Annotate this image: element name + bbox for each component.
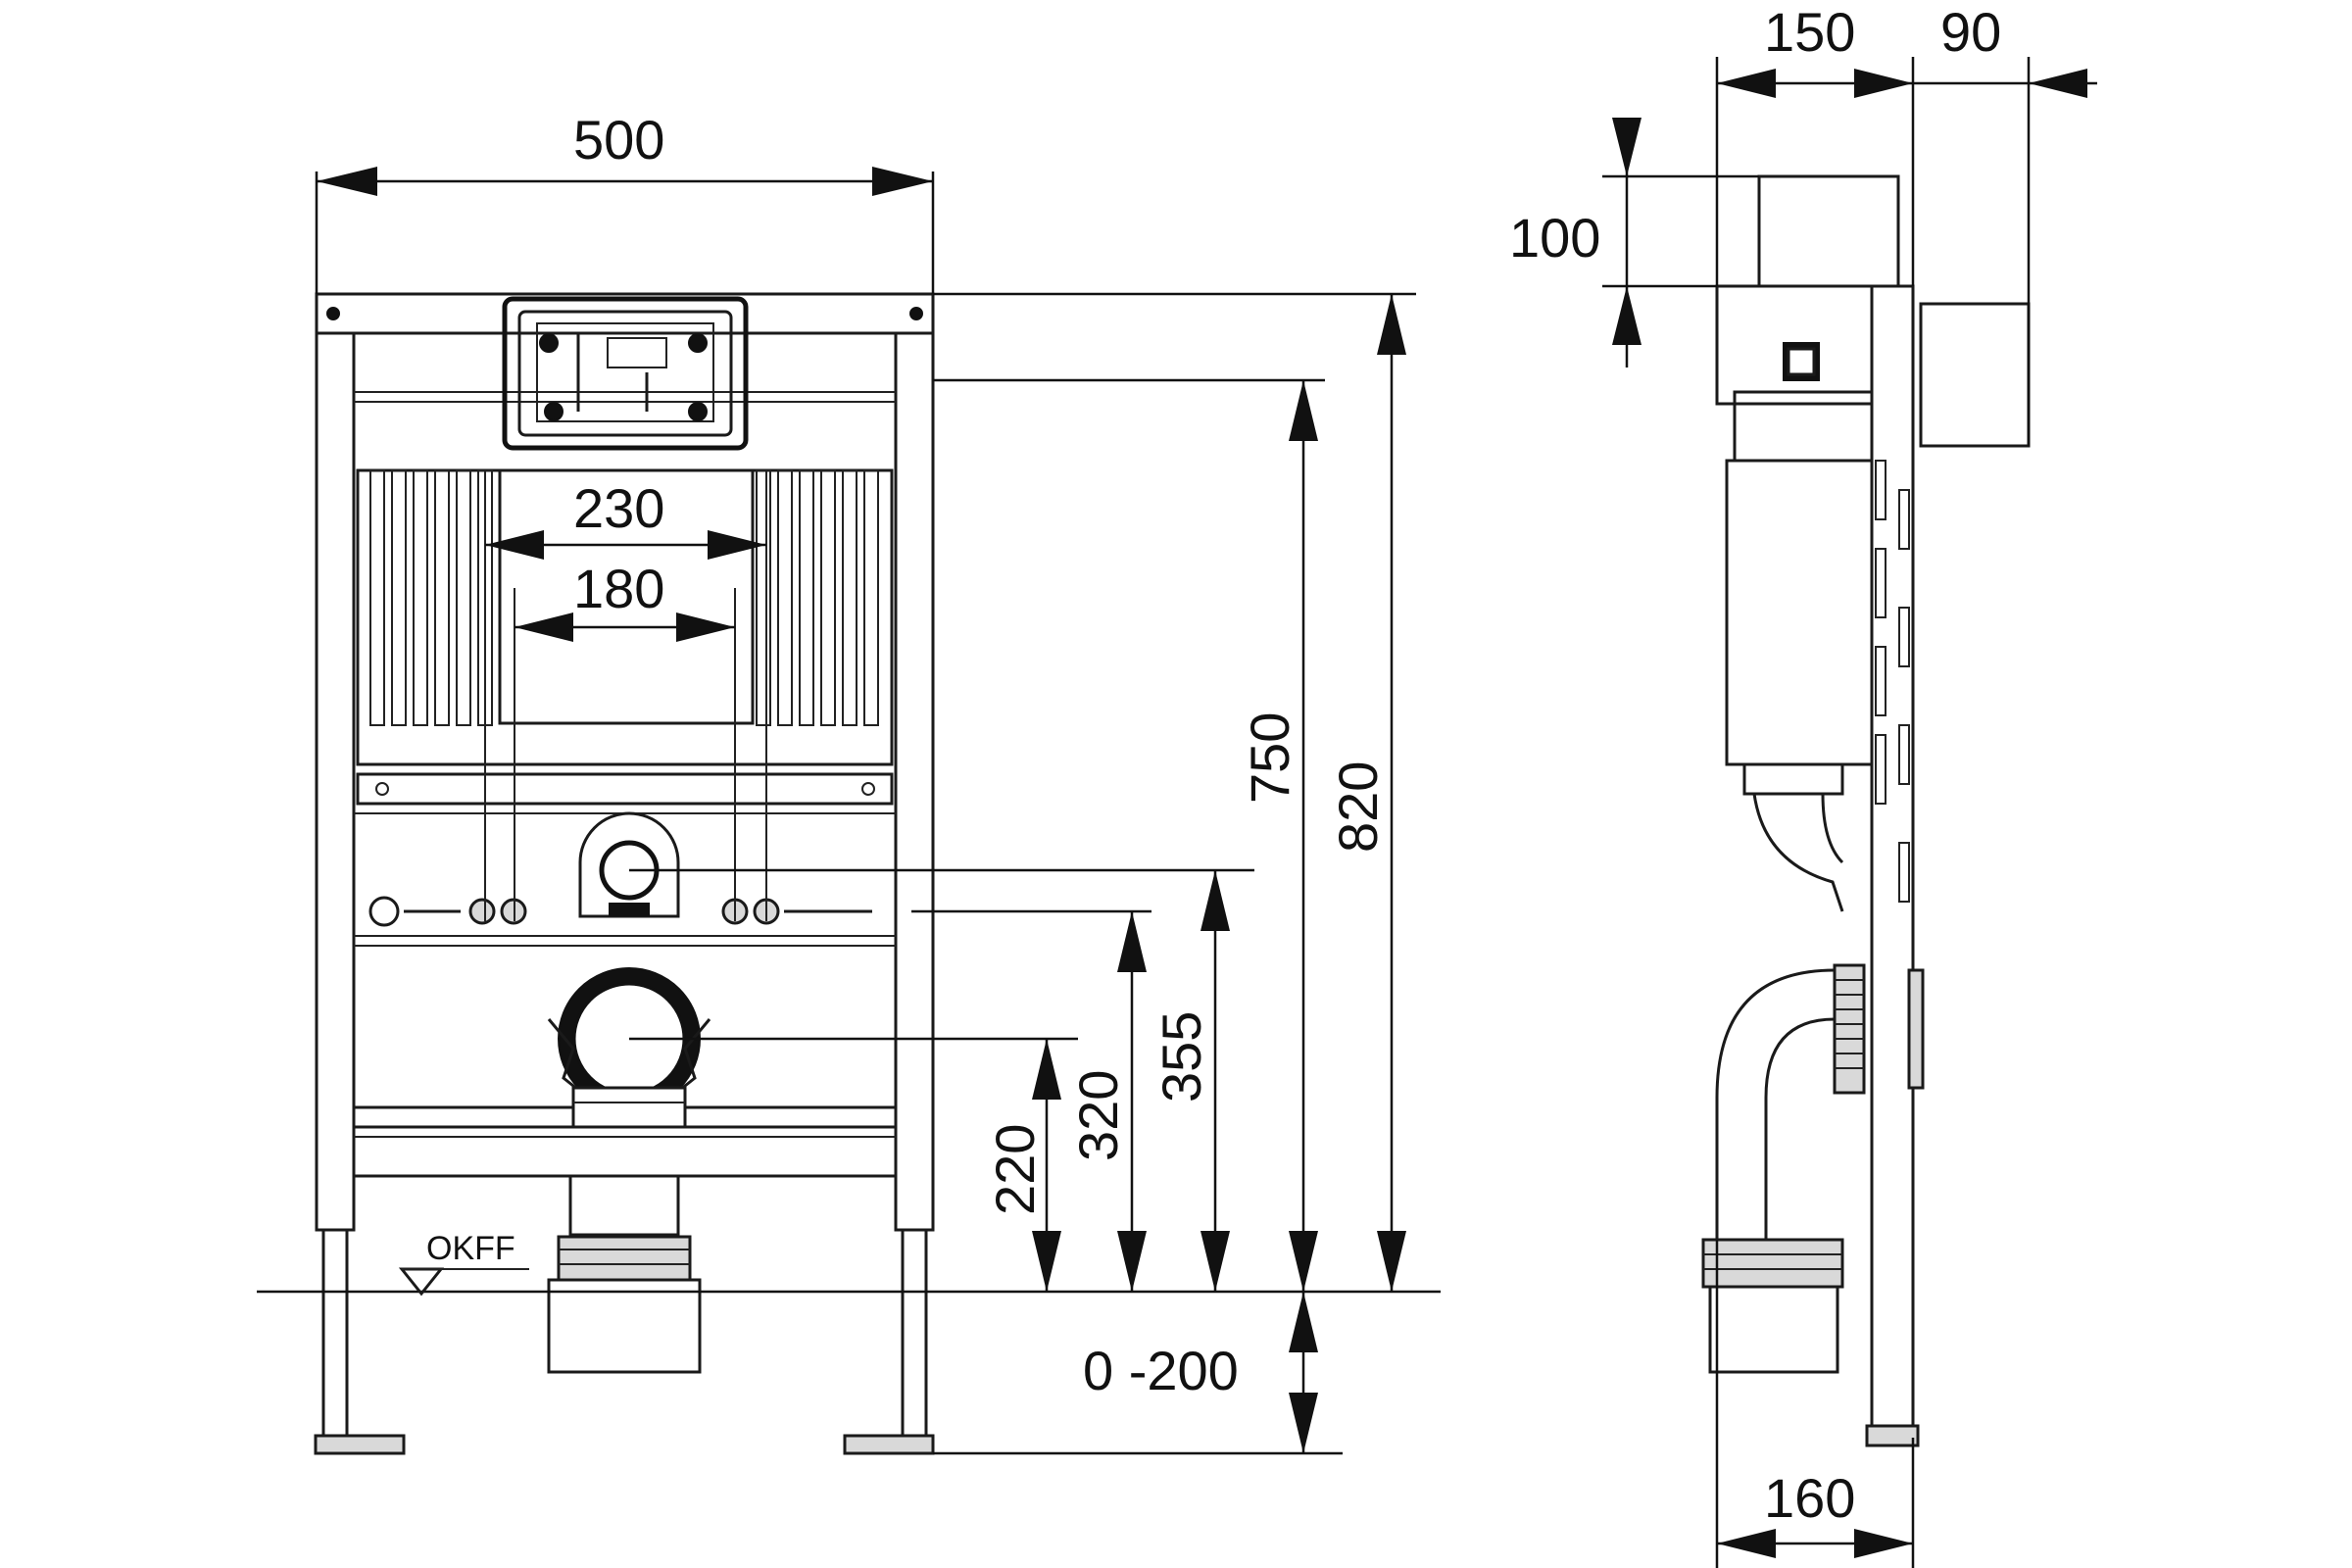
drain-bend-side xyxy=(1715,968,1836,1240)
front-view: OKFF xyxy=(257,292,1441,1455)
dim-depth-150: 150 xyxy=(1764,1,1855,63)
dim-height-355: 355 xyxy=(1151,1011,1212,1102)
left-upright xyxy=(315,292,356,1232)
dim-opening-230: 230 xyxy=(573,477,664,539)
dim-opening-180: 180 xyxy=(573,558,664,619)
supply-connector-icon xyxy=(368,896,400,927)
actuator-box-side xyxy=(1757,174,1900,288)
drain-pipe xyxy=(547,1174,702,1374)
flush-outlet xyxy=(578,811,680,918)
bottom-rail xyxy=(352,1125,898,1178)
side-dimensions: 150 90 100 160 xyxy=(1509,1,2097,1568)
bolt-icon xyxy=(326,307,340,320)
bolt-icon xyxy=(909,307,923,320)
side-rail xyxy=(1870,284,1915,1440)
left-leg xyxy=(321,1228,349,1440)
floor-label: OKFF xyxy=(426,1230,515,1267)
dim-height-320: 320 xyxy=(1067,1070,1129,1161)
dim-height-750: 750 xyxy=(1239,712,1300,804)
right-foot xyxy=(843,1434,935,1455)
right-upright xyxy=(894,292,935,1232)
mid-rail xyxy=(356,772,894,806)
cistern-side xyxy=(1715,284,1874,406)
flush-box xyxy=(502,296,749,451)
floor-marker-icon xyxy=(398,1267,445,1297)
dim-depth-90: 90 xyxy=(1940,1,2001,63)
right-leg xyxy=(901,1228,928,1440)
drain-ring xyxy=(547,967,711,1129)
dim-leg-adjust: 0 -200 xyxy=(1083,1340,1239,1401)
side-cap-right xyxy=(1919,302,2031,448)
side-view xyxy=(1701,174,2031,1447)
dim-width-500: 500 xyxy=(573,109,664,171)
left-foot xyxy=(314,1434,406,1455)
front-dimensions: 500 230 180 820 750 355 xyxy=(315,109,1416,1455)
dim-height-820: 820 xyxy=(1327,761,1389,853)
dim-height-220: 220 xyxy=(984,1124,1046,1215)
dim-pipe-160: 160 xyxy=(1764,1467,1855,1529)
dim-box-100: 100 xyxy=(1509,207,1600,269)
